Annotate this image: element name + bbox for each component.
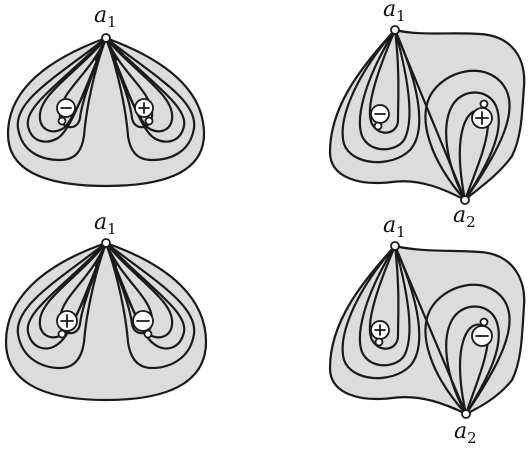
curve-inner-left xyxy=(368,28,400,134)
label-a1-top-left: a1 xyxy=(94,3,117,31)
charge-minus-top-left xyxy=(56,98,76,118)
vertex-a2 xyxy=(461,409,471,419)
panel-bottom-left: a1 xyxy=(4,210,208,402)
charge-attach-point xyxy=(479,99,489,109)
charge-attach-point xyxy=(57,116,67,126)
vertex-a1 xyxy=(390,241,400,251)
charge-minus-bottom-left xyxy=(132,310,154,332)
panel-bottom-right: a1 a2 xyxy=(328,213,526,447)
label-a1-top-right: a1 xyxy=(383,0,406,25)
label-a1-bottom-right: a1 xyxy=(383,213,406,241)
label-a1-bottom-left: a1 xyxy=(94,210,117,238)
charge-attach-point xyxy=(57,329,67,339)
curve-loop-right xyxy=(104,36,154,129)
vertex-a1 xyxy=(101,33,111,43)
panel-top-right: a1 a2 xyxy=(328,0,526,231)
curve-outer-left xyxy=(341,28,421,164)
curve-outer-left xyxy=(341,244,421,380)
charge-plus-bottom-right xyxy=(370,320,390,340)
region-bottom-left xyxy=(4,241,208,402)
vertex-a1 xyxy=(101,238,111,248)
curve-mid-left xyxy=(358,244,411,367)
curve-inner-left xyxy=(368,244,400,350)
curve-inner-left xyxy=(38,36,108,133)
region-top-left xyxy=(6,36,206,188)
charge-attach-point xyxy=(374,337,384,347)
curve-loop-left xyxy=(58,36,108,129)
vertex-a1 xyxy=(390,25,400,35)
curve-inner-right xyxy=(458,323,490,416)
charge-minus-top-right xyxy=(370,104,390,124)
label-a2-top-right: a2 xyxy=(453,203,476,231)
curve-mid-left xyxy=(358,28,411,151)
charge-minus-bottom-right xyxy=(471,325,493,347)
region-bottom-right xyxy=(328,244,526,416)
curve-outer-right xyxy=(424,69,511,202)
curve-outer-left xyxy=(16,36,108,162)
charge-plus-bottom-left xyxy=(56,310,78,332)
curve-outer-right xyxy=(104,241,196,370)
charge-attach-point xyxy=(373,121,383,131)
curve-inner-left xyxy=(38,241,108,339)
charge-attach-point xyxy=(143,329,153,339)
region-top-right xyxy=(328,28,526,202)
curve-mid-right xyxy=(445,91,500,202)
charge-attach-point xyxy=(144,116,154,126)
curve-inner-right xyxy=(104,241,174,339)
curve-outer-right xyxy=(424,283,511,416)
curve-inner-right xyxy=(104,36,174,133)
curve-loop-right xyxy=(104,241,154,335)
curve-outer-left xyxy=(16,241,108,370)
charge-plus-top-right xyxy=(471,107,493,129)
panel-top-left: a1 xyxy=(6,3,206,188)
curve-outer-right xyxy=(104,36,196,162)
charge-plus-top-left xyxy=(134,98,154,118)
curve-loop-left xyxy=(58,241,108,335)
vertex-a2 xyxy=(460,195,470,205)
curve-mid-right xyxy=(445,305,500,416)
label-a2-bottom-right: a2 xyxy=(454,419,477,447)
charge-attach-point xyxy=(479,317,489,327)
